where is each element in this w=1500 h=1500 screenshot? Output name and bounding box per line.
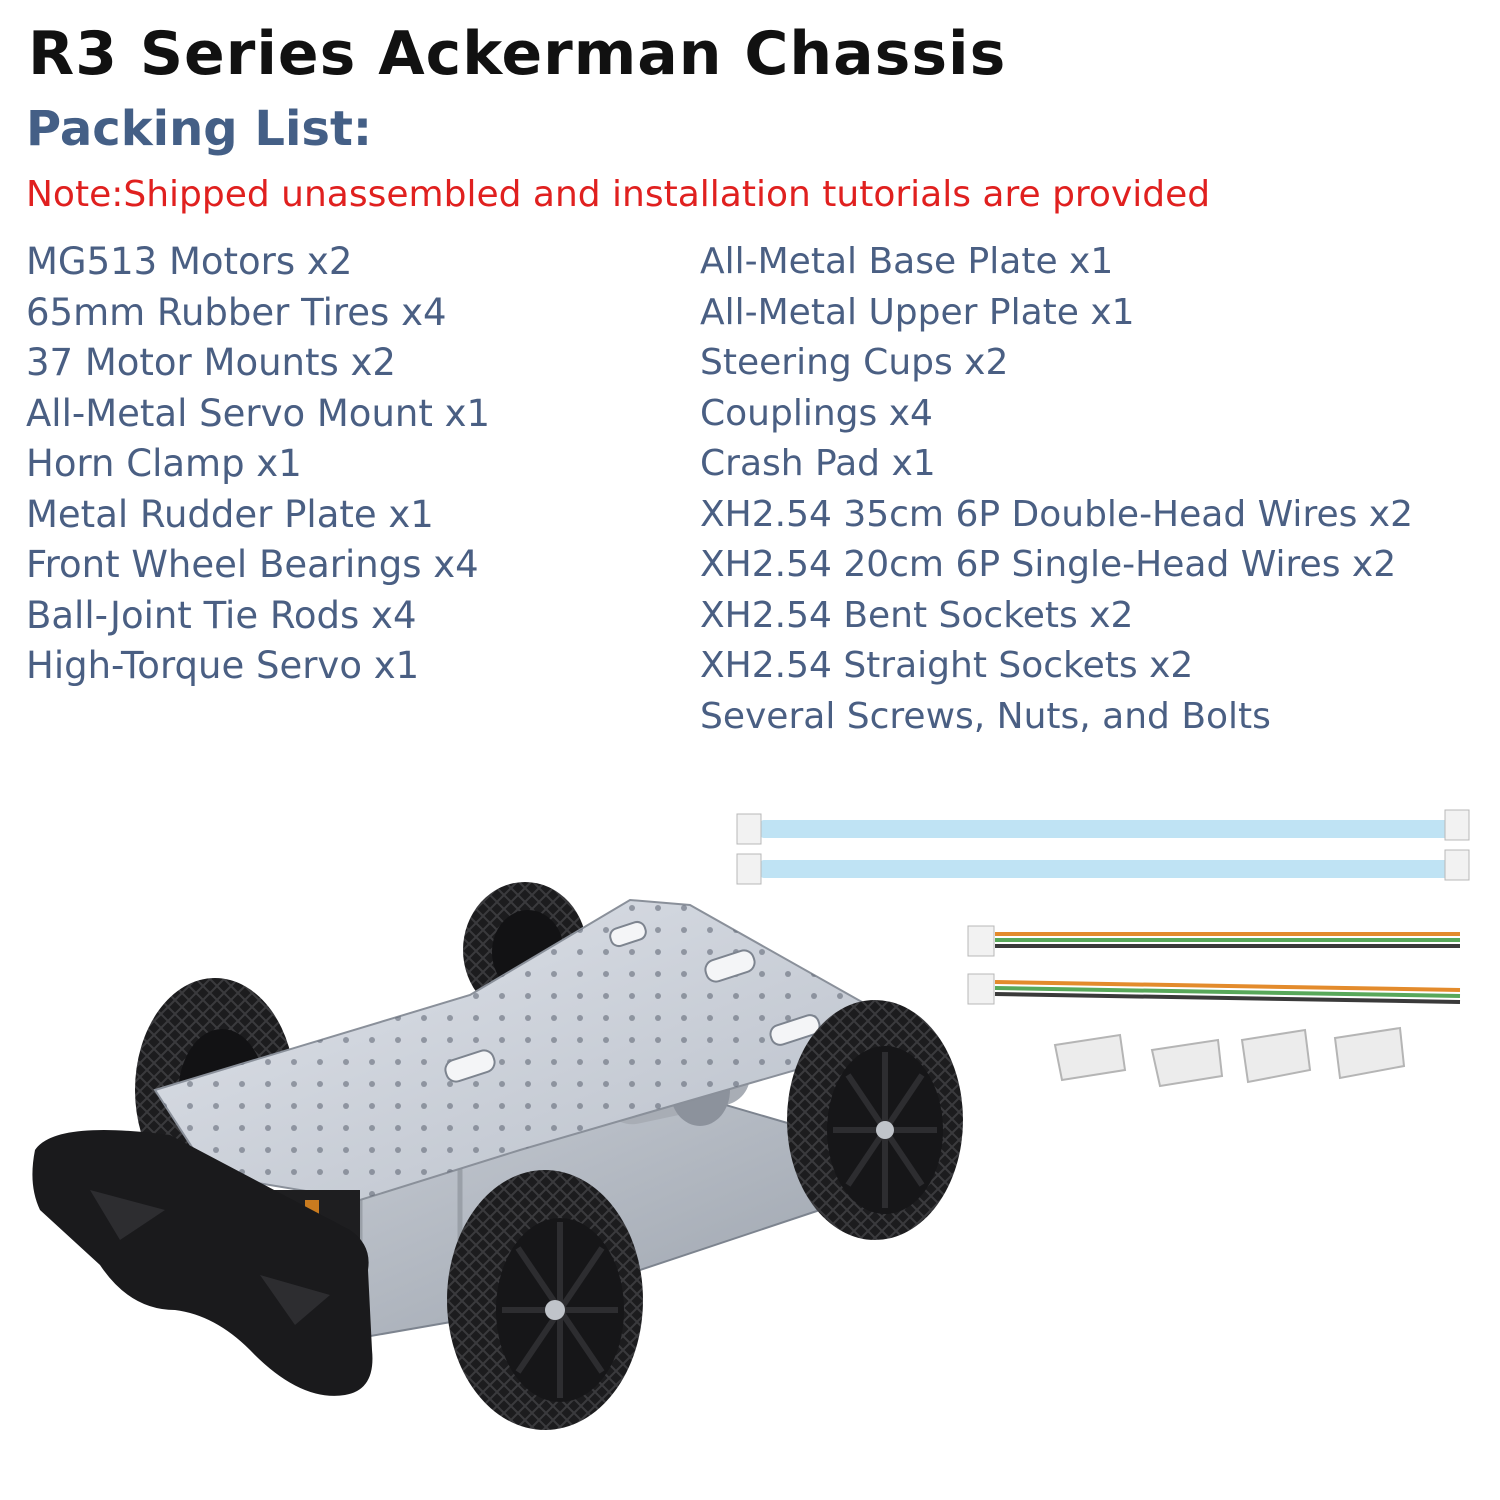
list-item: XH2.54 35cm 6P Double-Head Wires x2 xyxy=(700,493,1414,535)
straight-socket-2 xyxy=(1333,1026,1406,1080)
list-item: Horn Clamp x1 xyxy=(26,442,302,485)
wire-35cm-1 xyxy=(736,809,1470,845)
shipping-note: Note:Shipped unassembled and installatio… xyxy=(26,174,1211,215)
list-item: 65mm Rubber Tires x4 xyxy=(26,290,447,334)
list-item: All-Metal Servo Mount x1 xyxy=(26,391,491,435)
list-item: Several Screws, Nuts, and Bolts xyxy=(700,695,1271,737)
list-item: Ball-Joint Tie Rods x4 xyxy=(26,593,417,637)
front-right-wheel xyxy=(787,1000,963,1240)
page-title: R3 Series Ackerman Chassis xyxy=(28,19,1007,89)
packing-list-heading: Packing List: xyxy=(26,101,373,157)
wire-20cm-1 xyxy=(967,925,1460,957)
list-item: Metal Rudder Plate x1 xyxy=(26,492,434,536)
list-item: All-Metal Upper Plate x1 xyxy=(700,291,1135,333)
list-item: High-Torque Servo x1 xyxy=(26,644,420,687)
product-illustration xyxy=(32,809,1470,1430)
packing-list-right-column: All-Metal Base Plate x1 All-Metal Upper … xyxy=(700,237,1413,742)
list-item: Front Wheel Bearings x4 xyxy=(26,543,479,586)
list-item: XH2.54 20cm 6P Single-Head Wires x2 xyxy=(700,544,1397,585)
chassis-assembly xyxy=(32,882,963,1430)
bent-socket-2 xyxy=(1150,1038,1224,1088)
wire-20cm-2 xyxy=(967,973,1461,1005)
list-item: 37 Motor Mounts x2 xyxy=(26,341,396,384)
wire-35cm-2 xyxy=(736,849,1470,885)
list-item: Couplings x4 xyxy=(700,392,933,434)
list-item: Steering Cups x2 xyxy=(700,342,1009,383)
bent-socket-1 xyxy=(1053,1033,1127,1082)
list-item: XH2.54 Straight Sockets x2 xyxy=(700,645,1194,686)
list-item: All-Metal Base Plate x1 xyxy=(700,241,1114,282)
straight-socket-1 xyxy=(1240,1028,1312,1084)
crash-pad xyxy=(32,1130,373,1396)
packing-list-left-column: MG513 Motors x2 65mm Rubber Tires x4 37 … xyxy=(26,237,490,692)
sockets xyxy=(1053,1026,1406,1088)
list-item: XH2.54 Bent Sockets x2 xyxy=(700,594,1134,636)
list-item: MG513 Motors x2 xyxy=(26,240,353,283)
front-left-wheel xyxy=(447,1170,643,1430)
list-item: Crash Pad x1 xyxy=(700,443,936,484)
double-head-wires xyxy=(736,809,1470,885)
single-head-wires xyxy=(967,925,1461,1005)
